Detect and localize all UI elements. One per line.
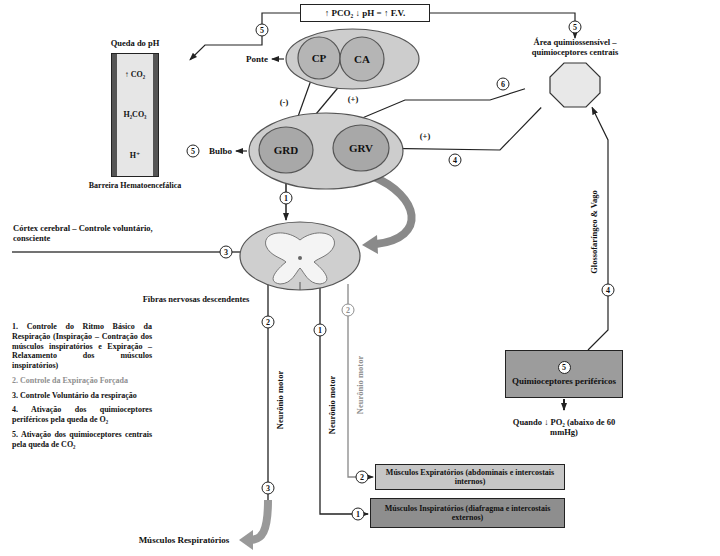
pointer-line xyxy=(563,399,565,410)
chemical-label: H₂CO₃ xyxy=(123,110,146,119)
ellipse-shape xyxy=(333,125,389,171)
barrier-band: ↑ CO₂ H₂CO₃ H⁺ xyxy=(111,53,159,177)
text-label: (-) xyxy=(279,98,290,108)
motor-neuron-line xyxy=(320,284,368,514)
callout-number: 3 xyxy=(262,482,275,495)
text-label: Músculos Respiratórios xyxy=(138,535,231,545)
connector xyxy=(390,108,541,151)
connector xyxy=(190,13,300,60)
cortex-line xyxy=(12,251,244,253)
octagon-shape xyxy=(549,62,601,108)
legend-item: 2. Controle da Expiração Forçada xyxy=(12,376,152,386)
text-label: Fibras nervosas descendentes xyxy=(142,295,251,305)
pointer-line xyxy=(272,58,284,59)
group-name: GRV xyxy=(349,142,373,154)
ellipse-shape xyxy=(340,37,384,81)
text-label: (+) xyxy=(347,95,360,105)
vertical-label: Neurônio motor xyxy=(276,370,286,430)
octagon-outline xyxy=(550,63,600,107)
callout-number: 2 xyxy=(262,316,275,329)
callout-number: 5 xyxy=(187,145,200,158)
region-name: Ponte xyxy=(246,54,268,64)
vertical-label: Neurônio motor xyxy=(356,355,366,415)
legend-item: 1. Controle do Ritmo Básico da Respiraçã… xyxy=(12,322,152,371)
group-name: CP xyxy=(312,52,327,64)
ellipse-shape xyxy=(249,113,403,189)
pointer-line xyxy=(236,150,247,151)
muscle-box: Músculos Inspiratórios (diafragma e inte… xyxy=(370,498,565,528)
group-name: CA xyxy=(354,53,370,65)
callout-number: 2 xyxy=(356,471,369,484)
chemosensitive-area: Área quimiossensível – quimioceptores ce… xyxy=(525,38,625,108)
text-label: Quando ↓ PO₂ (abaixo de 60 mmHg) xyxy=(511,418,617,438)
callout-number: 5 xyxy=(256,24,269,37)
region-name: Bulbo xyxy=(209,146,232,156)
legend-list: 1. Controle do Ritmo Básico da Respiraçã… xyxy=(12,322,152,454)
connector xyxy=(588,108,608,351)
chemoreceptor-box: 5Quimioceptores periféricos xyxy=(505,350,623,398)
medulla-ellipse: BulboGRDGRV xyxy=(248,112,404,190)
respiratory-group: GRV xyxy=(332,124,390,172)
caption-label: Barreira Hematoencefálica xyxy=(89,181,181,190)
legend-item: 5. Ativação dos quimioceptores centrais … xyxy=(12,430,152,450)
center-circle: CA xyxy=(339,36,385,82)
formula-box: ↑ PCO₂ ↓ pH = ↑ F.V. xyxy=(300,4,430,22)
spinal-cord-outline xyxy=(240,222,360,290)
text-label: Córtex cerebral – Controle voluntário, c… xyxy=(12,224,154,244)
blood-brain-barrier: Queda do pH ↑ CO₂ H₂CO₃ H⁺ Barreira Hematoen… xyxy=(80,38,190,190)
muscle-box: Músculos Expiratórios (abdominais e inte… xyxy=(375,464,565,490)
legend-item: 3. Controle Voluntário da respiração xyxy=(12,391,152,401)
callout-number: 4 xyxy=(602,284,615,297)
grey-matter xyxy=(266,233,335,284)
vertical-label: Neurônio motor xyxy=(328,375,338,435)
box-label: Quimioceptores periféricos xyxy=(512,376,616,386)
fissure xyxy=(300,282,301,290)
pons-ellipse: PonteCPCA xyxy=(285,28,420,90)
callout-number: 2 xyxy=(342,304,355,317)
arrow-head xyxy=(239,530,253,550)
descending-arrow xyxy=(372,176,412,244)
callout-number: 1 xyxy=(314,324,327,337)
callout-number: 1 xyxy=(352,508,365,521)
callout-number: 6 xyxy=(497,78,510,91)
ellipse-shape xyxy=(259,127,313,173)
connector xyxy=(430,13,575,38)
chemical-label: ↑ CO₂ xyxy=(125,70,145,79)
respiratory-group: GRD xyxy=(258,126,314,174)
ellipse-shape xyxy=(286,29,419,89)
box-label: Músculos Expiratórios (abdominais e inte… xyxy=(381,468,559,486)
callout-number: 4 xyxy=(449,154,462,167)
callout-number: 1 xyxy=(280,192,293,205)
callout-number: 5 xyxy=(569,21,582,34)
text-label: (+) xyxy=(419,132,432,142)
heading-label: Área quimiossensível – quimioceptores ce… xyxy=(525,38,625,58)
arrow-head xyxy=(362,235,378,254)
heading-label: Queda do pH xyxy=(111,38,160,48)
box-label: Músculos Inspiratórios (diafragma e inte… xyxy=(376,504,559,522)
callout-number: 3 xyxy=(220,246,233,259)
center-circle: CP xyxy=(297,36,341,80)
ellipse-shape xyxy=(298,37,340,79)
spinal-cord xyxy=(240,222,360,290)
chemical-label: H⁺ xyxy=(130,150,140,160)
central-canal xyxy=(298,256,302,260)
box-label: ↑ PCO₂ ↓ pH = ↑ F.V. xyxy=(325,8,405,18)
vertical-label: Glossofaríngeo & Vago xyxy=(590,189,600,275)
legend-item: 4. Ativação dos quimioceptores periféric… xyxy=(12,405,152,425)
callout-number: 5 xyxy=(558,361,571,374)
group-name: GRD xyxy=(274,144,298,156)
